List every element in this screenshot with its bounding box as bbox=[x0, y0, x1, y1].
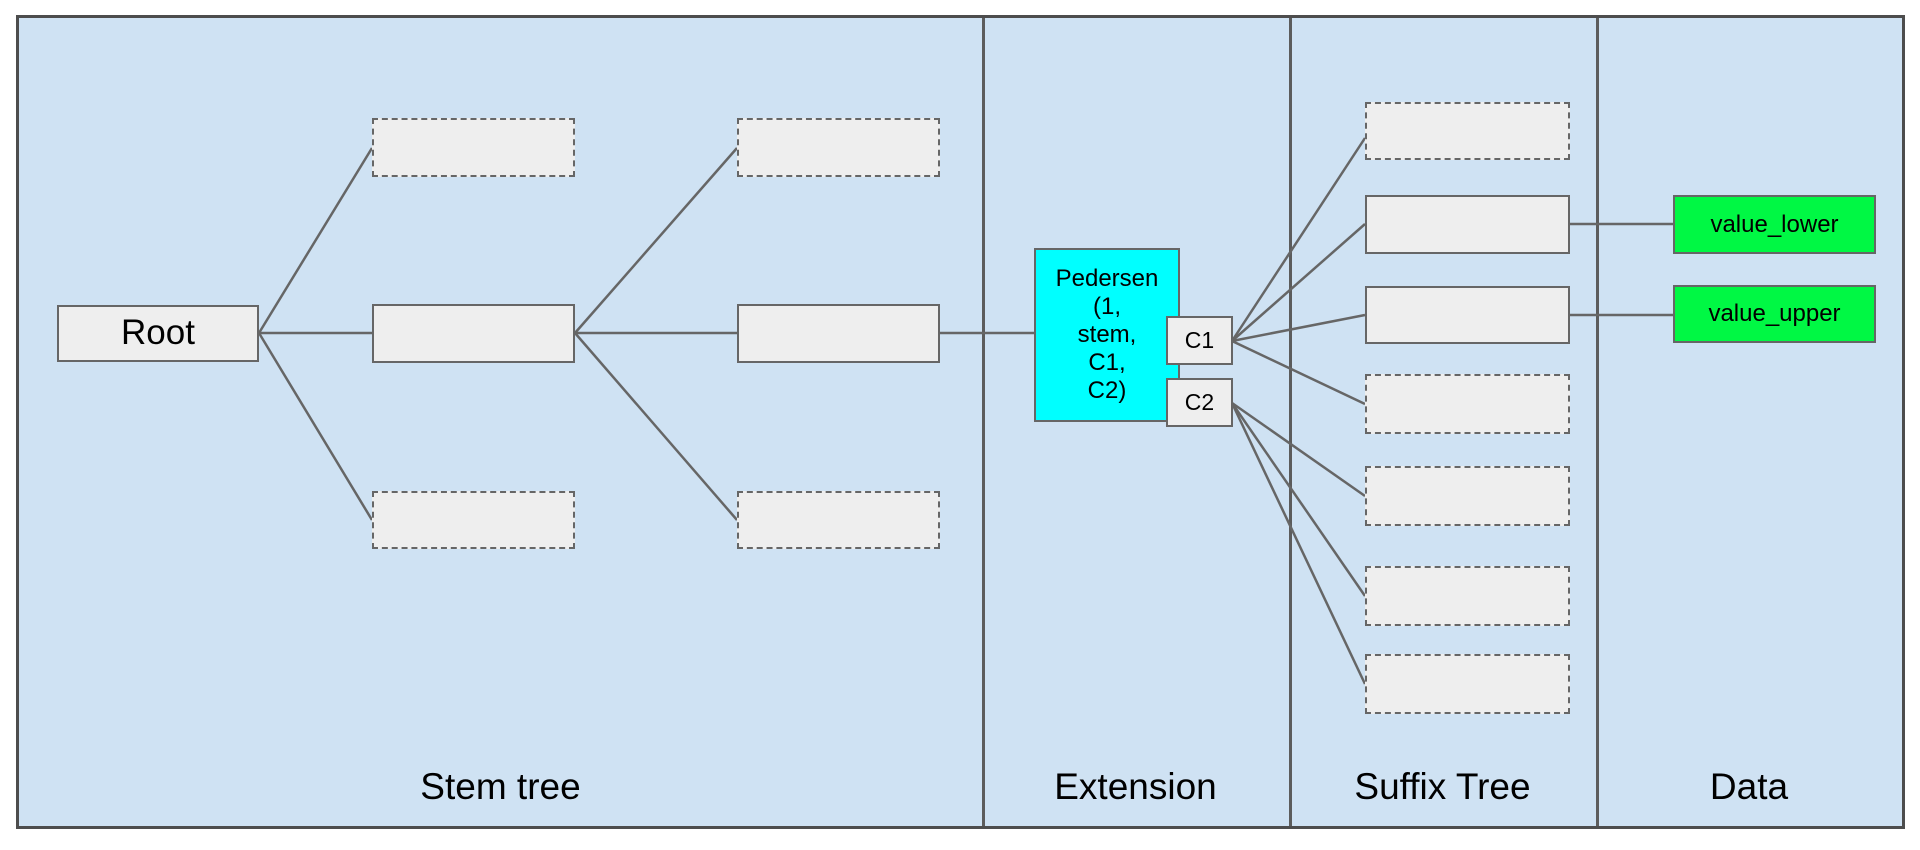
edge-c1-to-suffix-4 bbox=[1231, 339, 1366, 406]
c2-node: C2 bbox=[1166, 378, 1233, 427]
section-label-data: Data bbox=[1709, 766, 1789, 807]
stem-placeholder-node-bottom bbox=[372, 491, 575, 549]
suffix-node-2 bbox=[1365, 195, 1570, 254]
value-upper-node: value_upper bbox=[1673, 285, 1876, 343]
stem-placeholder-node-l3-bottom bbox=[737, 491, 940, 549]
edge-stem-mid-to-l3-top bbox=[574, 147, 738, 334]
pedersen-commitment-node: Pedersen (1, stem, C1, C2) bbox=[1034, 248, 1180, 422]
section-divider-stem-extension bbox=[982, 18, 985, 826]
section-label-stem-tree: Stem tree bbox=[420, 766, 581, 807]
edge-c1-to-suffix-2 bbox=[1231, 223, 1366, 342]
edge-c2-to-suffix-5 bbox=[1231, 401, 1366, 498]
suffix-node-3 bbox=[1365, 286, 1570, 344]
root-node: Root bbox=[57, 305, 259, 362]
edge-c2-to-suffix-6 bbox=[1230, 402, 1367, 597]
c1-node: C1 bbox=[1166, 316, 1233, 365]
edge-stem-mid-to-l3-bottom bbox=[574, 332, 738, 521]
edge-root-to-stem-top bbox=[257, 147, 374, 334]
suffix-placeholder-node-5 bbox=[1365, 466, 1570, 526]
section-label-extension: Extension bbox=[1054, 766, 1217, 807]
suffix-placeholder-node-6 bbox=[1365, 566, 1570, 626]
diagram-frame bbox=[16, 15, 1905, 829]
section-divider-suffix-data bbox=[1596, 18, 1599, 826]
suffix-placeholder-node-1 bbox=[1365, 102, 1570, 160]
suffix-placeholder-node-7 bbox=[1365, 654, 1570, 714]
edge-c2-to-suffix-7 bbox=[1230, 402, 1367, 685]
section-divider-extension-suffix bbox=[1289, 18, 1292, 826]
stem-node-l3-mid bbox=[737, 304, 940, 363]
stem-node-mid bbox=[372, 304, 575, 363]
stem-placeholder-node-top bbox=[372, 118, 575, 177]
edge-c1-to-suffix-3 bbox=[1231, 313, 1366, 343]
section-label-suffix-tree: Suffix Tree bbox=[1354, 766, 1531, 807]
value-lower-node: value_lower bbox=[1673, 195, 1876, 254]
stem-placeholder-node-l3-top bbox=[737, 118, 940, 177]
suffix-placeholder-node-4 bbox=[1365, 374, 1570, 434]
edge-root-to-stem-bottom bbox=[257, 332, 374, 521]
edge-c1-to-suffix-1 bbox=[1230, 137, 1367, 342]
